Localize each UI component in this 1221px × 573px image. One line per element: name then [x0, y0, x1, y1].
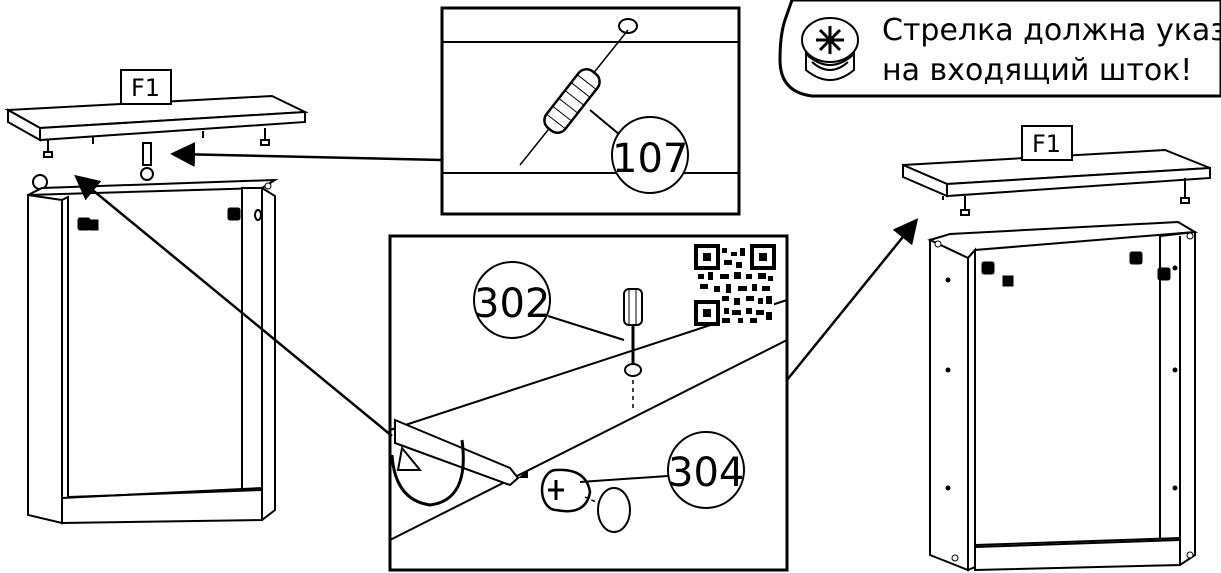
note-line-2: на входящий шток!	[882, 53, 1192, 88]
arrow-middle-to-left	[74, 174, 393, 437]
screwdriver-icon	[390, 418, 528, 507]
right-cam-fittings	[934, 232, 1194, 562]
right-shelf-label: F1	[1032, 130, 1061, 158]
cam-304-icon	[540, 468, 669, 533]
note-line-1: Стрелка должна указ	[882, 13, 1221, 48]
dowel-107-icon	[543, 68, 601, 134]
left-hole-cam	[140, 167, 154, 181]
qr-code-icon	[694, 244, 776, 326]
left-cabinet-frame	[27, 178, 279, 525]
left-shelf-panel	[4, 94, 309, 158]
detail-box-302-304: 302 304	[388, 234, 789, 572]
detail-box-107: 107	[440, 6, 741, 216]
label-302: 302	[474, 281, 550, 327]
label-304: 304	[668, 450, 744, 496]
arrow-middle-to-right	[786, 218, 919, 381]
right-shelf-panel	[902, 148, 1211, 216]
left-dowel	[142, 142, 152, 166]
left-shelf-label: F1	[131, 74, 160, 102]
arrow-107-to-shelf	[170, 141, 443, 167]
left-cam-fittings	[77, 182, 272, 231]
left-shelf-pins	[43, 128, 270, 158]
warning-note: Стрелка должна указ на входящий шток!	[778, 0, 1221, 98]
right-cabinet-frame	[927, 220, 1199, 572]
cam-lock-icon	[801, 17, 859, 81]
stem-302-icon	[623, 288, 643, 410]
label-107: 107	[612, 136, 688, 182]
